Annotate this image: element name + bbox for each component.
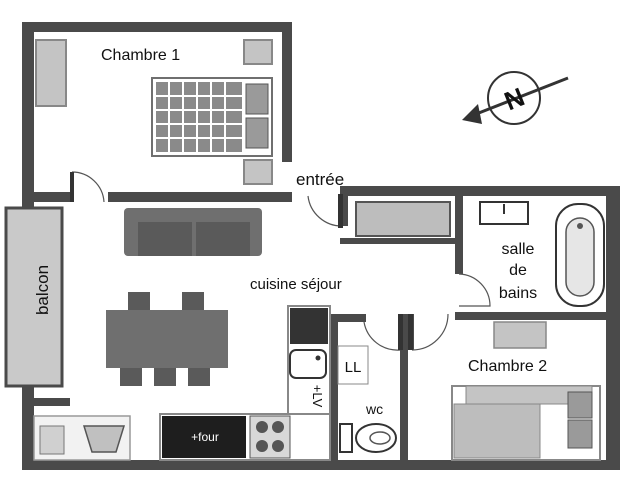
label-balcon: balcon [33, 265, 52, 315]
washbasin [82, 425, 126, 453]
compass-arrow-icon [462, 104, 482, 124]
bedroom2-shelf [493, 321, 547, 349]
wardrobe [35, 39, 67, 107]
sink-box [289, 349, 327, 379]
wall-bottom [22, 460, 620, 470]
label-de: de [509, 262, 527, 279]
wall-bath-left [455, 196, 463, 274]
sideboard [355, 201, 451, 237]
doors [70, 171, 491, 351]
wall-entry-stub [340, 196, 348, 226]
door-bedroom2 [411, 313, 449, 351]
washer [39, 425, 65, 455]
oven [162, 416, 246, 458]
bedroom1-furniture [35, 39, 273, 185]
wall-right-bedroom1-upper [282, 22, 292, 162]
burner-3 [256, 440, 268, 452]
wall-wc-left [330, 314, 338, 466]
walls [22, 22, 620, 470]
label-chambre2: Chambre 2 [468, 358, 547, 375]
label-salle: salle [502, 241, 535, 258]
compass: N [462, 71, 569, 125]
bathroom-fixtures [479, 201, 605, 307]
bedroom2-pillow-2 [567, 419, 593, 449]
kitchen [159, 305, 369, 461]
wall-bath-bottom [455, 312, 620, 320]
wall-bedroom1-bottom-left [22, 192, 72, 202]
chair-bottom-1 [120, 368, 142, 386]
wall-wc-top [330, 314, 366, 322]
wall-kitchen-bathroom [340, 238, 455, 244]
wall-left-bedroom1 [22, 22, 34, 192]
door-entry [307, 195, 343, 227]
wall-outer-right [606, 186, 620, 470]
label-cuisine-sejour: cuisine séjour [250, 276, 342, 293]
burner-1 [256, 421, 268, 433]
label-lv: +LV [310, 385, 325, 408]
burner-2 [272, 421, 284, 433]
burner-4 [272, 440, 284, 452]
nightstand-top [243, 39, 273, 65]
bed-quilt-grid [156, 82, 242, 152]
bathtub-inner [565, 217, 595, 297]
door-entry-leaf [338, 194, 343, 228]
balcony-area [4, 206, 64, 388]
wall-wc-right [400, 314, 408, 466]
door-wc-leaf [398, 314, 403, 350]
wall-bedroom1-bottom [108, 192, 292, 202]
compass-north-label: N [500, 82, 529, 117]
chair-top-2 [182, 292, 204, 310]
fridge [290, 308, 328, 344]
bedroom2-quilt [453, 403, 541, 459]
laundry-corner [33, 415, 131, 461]
sink-drain [315, 355, 321, 361]
storage-unit [337, 345, 369, 385]
label-chambre1: Chambre 1 [101, 47, 180, 64]
wall-top-right [340, 186, 620, 196]
wall-kitchen-sep [34, 398, 70, 406]
compass-needle [465, 76, 569, 120]
wc-fixtures [339, 423, 397, 453]
chair-top-1 [128, 292, 150, 310]
label-ll: LL [345, 359, 362, 376]
door-bathroom [458, 273, 491, 307]
door-bedroom1-leaf [70, 172, 74, 202]
nightstand-bottom [243, 159, 273, 185]
toilet-bowl [355, 423, 397, 453]
wall-top-bedroom1 [22, 22, 292, 32]
compass-ring [487, 71, 541, 125]
chair-bottom-2 [154, 368, 176, 386]
bed-quilt [156, 82, 242, 152]
living-furniture [106, 201, 451, 386]
sofa-seat-right [196, 222, 250, 256]
label-bains: bains [499, 285, 537, 302]
label-entree: entrée [296, 170, 344, 189]
bathtub-drain [577, 223, 583, 229]
label-wc: wc [365, 401, 383, 417]
sofa-seat-left [138, 222, 192, 256]
door-bedroom1 [71, 171, 105, 203]
chair-bottom-3 [188, 368, 210, 386]
label-four: +four [191, 430, 219, 444]
door-bedroom2-leaf [408, 314, 413, 350]
toilet-tank [339, 423, 353, 453]
pillow-top [245, 83, 269, 115]
pillow-bottom [245, 117, 269, 149]
door-wc [363, 321, 401, 351]
dining-table [106, 310, 228, 368]
bedroom2-pillow-1 [567, 391, 593, 419]
cooktop [249, 415, 291, 459]
bedroom2-furniture [451, 321, 601, 461]
